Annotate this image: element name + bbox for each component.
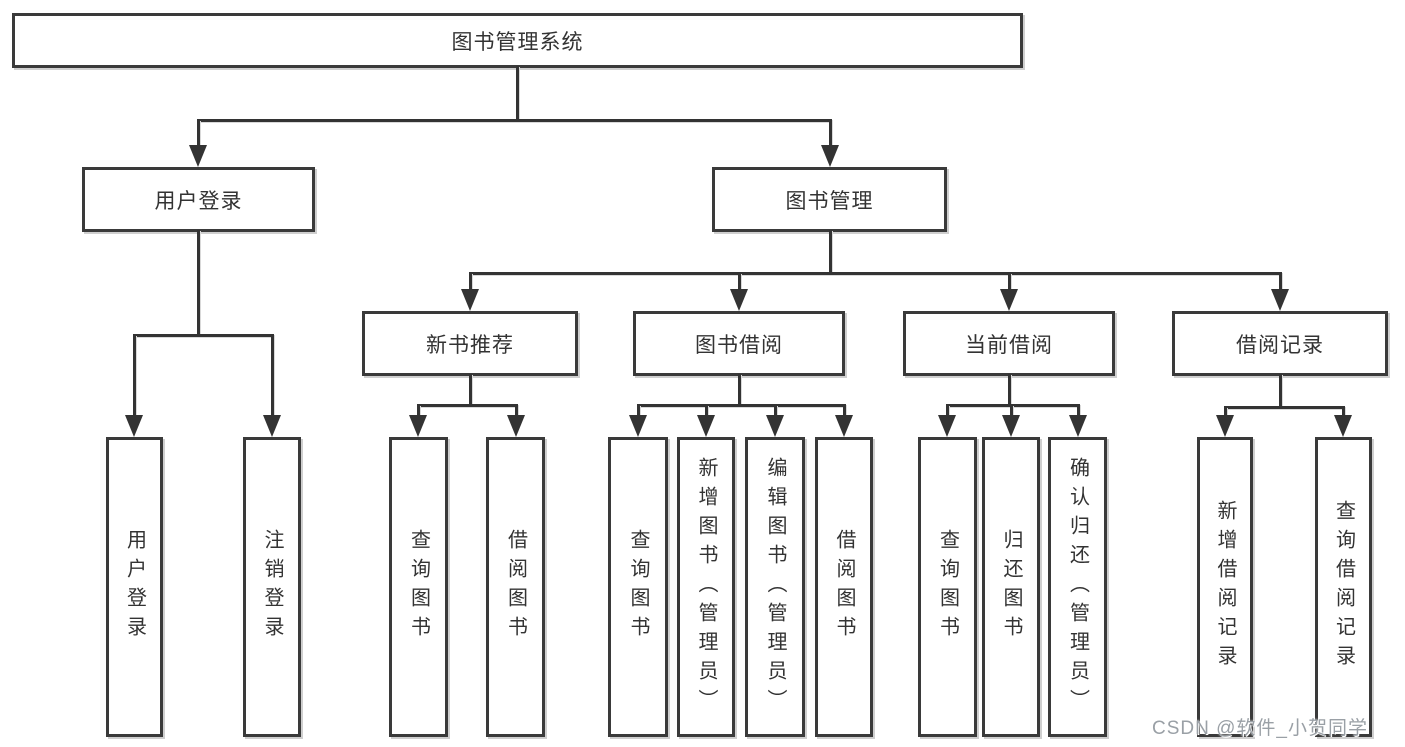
connector-stem-line: [829, 230, 832, 275]
connector-bar-line: [637, 404, 846, 407]
arrowhead-down-icon: [507, 415, 525, 437]
connector-stem-line: [1008, 374, 1011, 407]
connector-arrow-line: [271, 335, 274, 417]
arrowhead-down-icon: [1334, 415, 1352, 437]
connector-arrow-line: [197, 120, 200, 147]
arrowhead-down-icon: [697, 415, 715, 437]
connector-arrow-line: [1008, 273, 1011, 291]
arrowhead-down-icon: [835, 415, 853, 437]
connector-arrow-line: [637, 405, 640, 417]
connector-arrow-line: [469, 273, 472, 291]
arrowhead-down-icon: [766, 415, 784, 437]
leaf-current-query-book: 查询图书: [918, 437, 977, 737]
arrowhead-down-icon: [1216, 415, 1234, 437]
leaf-current-return-book: 归还图书: [982, 437, 1040, 737]
node-user-login: 用户登录: [82, 167, 315, 232]
watermark: CSDN @软件_小贺同学: [1152, 718, 1368, 739]
arrowhead-down-icon: [821, 145, 839, 167]
arrowhead-down-icon: [263, 415, 281, 437]
connector-arrow-line: [843, 405, 846, 417]
connector-arrow-line: [133, 335, 136, 417]
connector-arrow-line: [417, 405, 420, 417]
leaf-records-query-record: 查询借阅记录: [1315, 437, 1372, 737]
arrowhead-down-icon: [730, 289, 748, 311]
arrowhead-down-icon: [1000, 289, 1018, 311]
leaf-borrow-query-book: 查询图书: [608, 437, 668, 737]
node-library-system: 图书管理系统: [12, 13, 1023, 68]
connector-bar-line: [469, 272, 1282, 275]
connector-bar-line: [417, 404, 518, 407]
arrowhead-down-icon: [125, 415, 143, 437]
leaf-records-add-record: 新增借阅记录: [1197, 437, 1253, 737]
leaf-current-confirm-return-admin: 确认归还（管理员）: [1048, 437, 1107, 737]
connector-stem-line: [516, 66, 519, 122]
leaf-logout: 注销登录: [243, 437, 301, 737]
connector-stem-line: [469, 374, 472, 407]
connector-arrow-line: [1342, 407, 1345, 417]
connector-arrow-line: [1010, 405, 1013, 417]
connector-arrow-line: [946, 405, 949, 417]
leaf-recommend-borrow-book: 借阅图书: [486, 437, 545, 737]
node-book-borrow: 图书借阅: [633, 311, 845, 376]
node-book-management: 图书管理: [712, 167, 947, 232]
leaf-user-login: 用户登录: [106, 437, 163, 737]
connector-stem-line: [1279, 374, 1282, 409]
node-current-borrow: 当前借阅: [903, 311, 1115, 376]
connector-stem-line: [197, 230, 200, 337]
leaf-borrow-edit-book-admin: 编辑图书（管理员）: [745, 437, 805, 737]
connector-arrow-line: [829, 120, 832, 147]
arrowhead-down-icon: [409, 415, 427, 437]
arrowhead-down-icon: [461, 289, 479, 311]
connector-arrow-line: [774, 405, 777, 417]
connector-arrow-line: [738, 273, 741, 291]
node-borrow-records: 借阅记录: [1172, 311, 1388, 376]
connector-arrow-line: [515, 405, 518, 417]
arrowhead-down-icon: [938, 415, 956, 437]
arrowhead-down-icon: [1271, 289, 1289, 311]
connector-arrow-line: [1077, 405, 1080, 417]
connector-bar-line: [946, 404, 1080, 407]
arrowhead-down-icon: [1069, 415, 1087, 437]
connector-bar-line: [133, 334, 274, 337]
arrowhead-down-icon: [189, 145, 207, 167]
arrowhead-down-icon: [1002, 415, 1020, 437]
arrowhead-down-icon: [629, 415, 647, 437]
leaf-borrow-add-book-admin: 新增图书（管理员）: [677, 437, 735, 737]
connector-bar-line: [197, 119, 832, 122]
connector-arrow-line: [1279, 273, 1282, 291]
node-new-book-recommend: 新书推荐: [362, 311, 578, 376]
connector-arrow-line: [1224, 407, 1227, 417]
connector-arrow-line: [705, 405, 708, 417]
connector-stem-line: [738, 374, 741, 407]
leaf-borrow-borrow-book: 借阅图书: [815, 437, 873, 737]
leaf-recommend-query-book: 查询图书: [389, 437, 448, 737]
connector-bar-line: [1224, 406, 1345, 409]
